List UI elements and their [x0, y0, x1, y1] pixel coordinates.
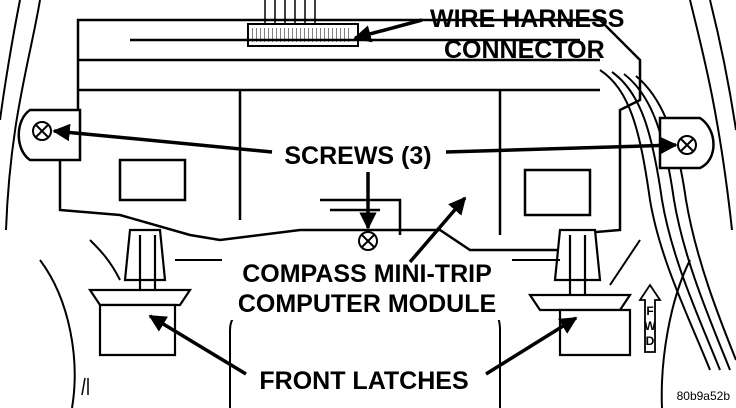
leader-arrows: [52, 18, 678, 376]
screw-icon: [677, 135, 697, 155]
latch-left-leader-arrow: [148, 314, 247, 376]
front-latches-label: FRONT LATCHES: [259, 367, 468, 395]
figure-reference-code: 80b9a52b: [677, 389, 731, 403]
harness-wires: [599, 69, 736, 371]
harness-connector: [247, 0, 359, 47]
screws-label: SCREWS (3): [284, 142, 431, 170]
module-label-line1: COMPASS MINI-TRIP: [242, 260, 492, 288]
wire-harness-label-line1: WIRE HARNESS: [430, 5, 624, 33]
harness-leader-arrow: [353, 18, 423, 43]
screw-right-leader-arrow: [445, 136, 678, 155]
fwd-arrow-icon: F W D: [638, 283, 662, 353]
left-front-latch: [87, 228, 193, 357]
module-label-line2: COMPUTER MODULE: [238, 290, 496, 318]
fwd-letter-w: W: [644, 319, 656, 333]
wire-harness-label-line2: CONNECTOR: [444, 36, 605, 64]
screw-icon: [358, 231, 378, 251]
screw-icon: [32, 121, 52, 141]
screw-left-leader-arrow: [52, 123, 273, 154]
corner-mark: [81, 377, 89, 396]
latch-right-leader-arrow: [485, 316, 578, 376]
fwd-letter-f: F: [646, 304, 653, 318]
right-front-latch: [527, 228, 633, 357]
console-housing: [58, 18, 642, 252]
fwd-letter-d: D: [646, 334, 655, 348]
module-leader-arrow: [408, 196, 467, 264]
